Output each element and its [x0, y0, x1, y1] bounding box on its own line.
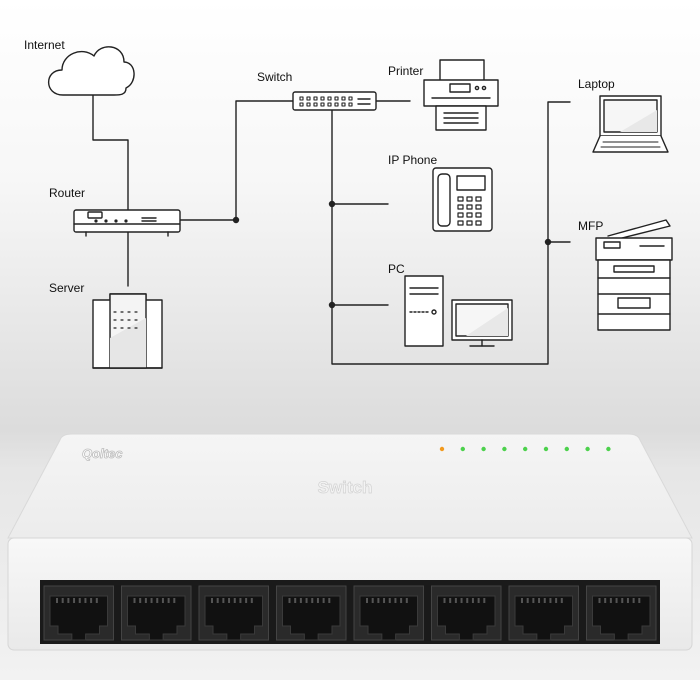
status-led: [543, 446, 549, 452]
switch-top-surface: [7, 433, 693, 539]
ip-phone-icon: [432, 167, 493, 232]
status-led: [606, 446, 611, 452]
connection-lines: [92, 94, 571, 365]
ethernet-port: [121, 585, 192, 641]
laptop-icon: [592, 95, 669, 153]
line-router-switch: [179, 100, 294, 221]
status-led: [523, 446, 528, 452]
printer-icon: [423, 59, 499, 131]
junction-dot: [328, 200, 336, 208]
cloud-icon: [47, 46, 135, 96]
status-led: [439, 446, 445, 452]
brand-logo: Qoltec: [82, 446, 123, 461]
junction-dot: [328, 301, 336, 309]
status-led: [502, 446, 507, 452]
label-pc: PC: [388, 262, 405, 276]
junction-dot: [232, 216, 240, 224]
switch-product-name: Switch: [318, 478, 373, 497]
ethernet-port: [353, 585, 424, 641]
line-internet-router: [92, 94, 129, 213]
label-laptop: Laptop: [578, 77, 615, 91]
status-leds: [439, 446, 611, 452]
switch-icon: [292, 91, 377, 111]
ethernet-port: [198, 585, 269, 641]
monitor-icon: [451, 299, 513, 347]
junction-dot: [544, 238, 552, 246]
network-diagram: Internet Router Server Switch Printer IP…: [24, 38, 673, 369]
ethernet-port: [508, 585, 579, 641]
switch-product-svg: Qoltec Switch: [7, 433, 693, 651]
ethernet-port: [586, 585, 657, 641]
status-led: [460, 446, 465, 452]
status-led: [585, 446, 590, 452]
status-led: [564, 446, 569, 452]
label-internet: Internet: [24, 38, 65, 52]
router-icon: [73, 209, 181, 237]
ethernet-port: [276, 585, 347, 641]
label-printer: Printer: [388, 64, 424, 78]
pc-tower-icon: [404, 275, 444, 347]
ethernet-ports: [43, 585, 657, 641]
line-switch-trunk: [331, 101, 571, 365]
server-icon: [92, 293, 163, 369]
label-server: Server: [49, 281, 85, 295]
label-switch: Switch: [257, 70, 293, 84]
status-led: [481, 446, 486, 452]
label-router: Router: [49, 186, 86, 200]
mfp-icon: [595, 219, 673, 331]
switch-product-photo: Qoltec Switch: [0, 420, 700, 680]
network-diagram-svg: [47, 46, 673, 369]
label-mfp: MFP: [578, 219, 604, 233]
label-ip-phone: IP Phone: [388, 153, 438, 167]
ethernet-port: [43, 585, 114, 641]
ethernet-port: [431, 585, 502, 641]
